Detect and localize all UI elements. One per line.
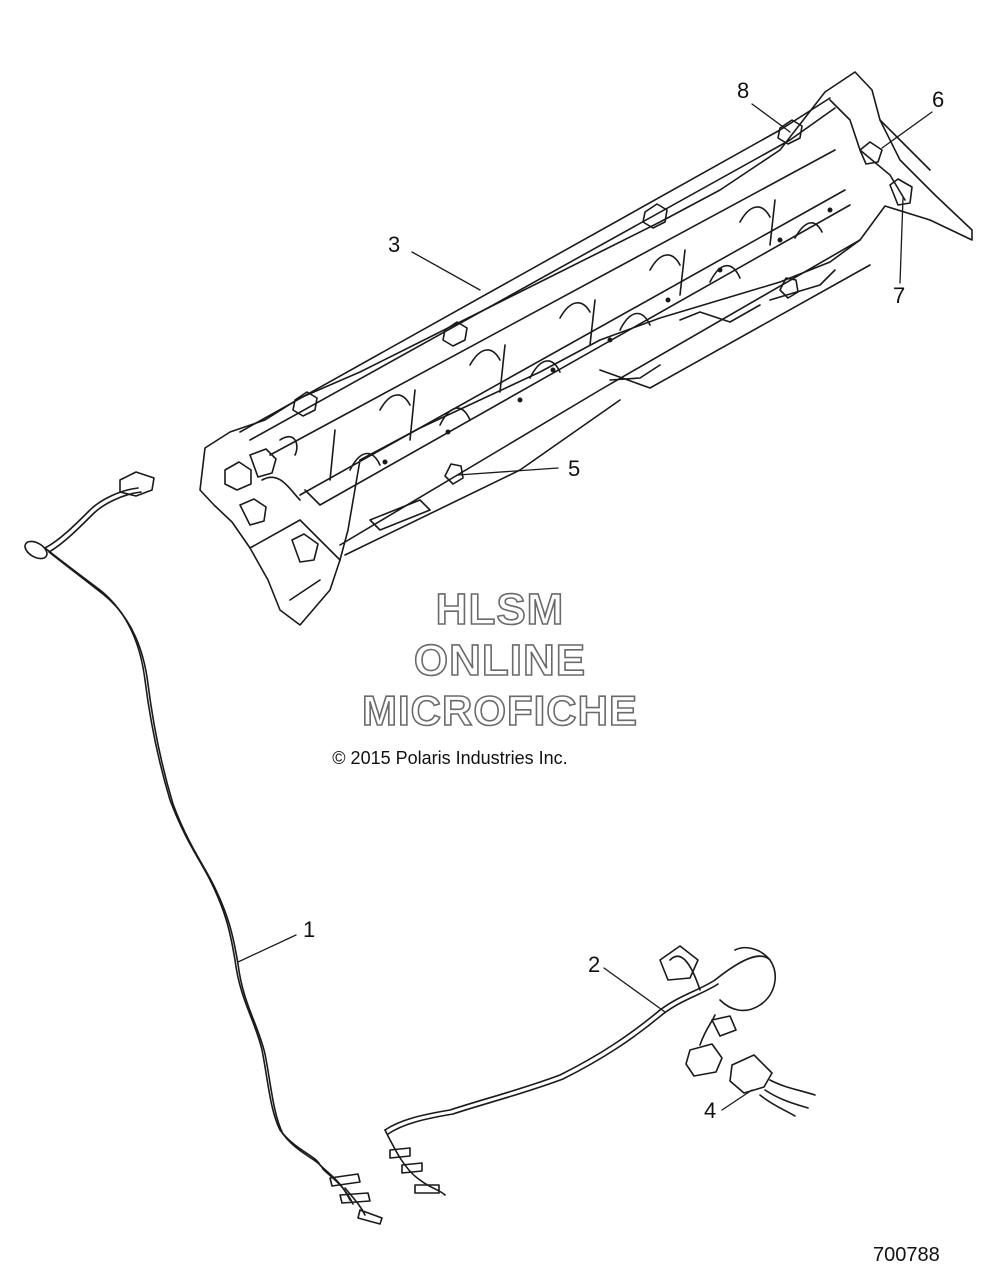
watermark-line-1: HLSM (435, 584, 565, 635)
callout-3: 3 (388, 232, 401, 257)
callout-8: 8 (737, 78, 750, 103)
harness-part-1 (24, 471, 383, 1225)
figure-number: 700788 (873, 1244, 940, 1266)
copyright-text: © 2015 Polaris Industries Inc. (332, 748, 568, 768)
floor-panel-part-3 (199, 71, 973, 626)
callout-4: 4 (704, 1098, 717, 1123)
callout-7: 7 (893, 283, 906, 308)
callout-6: 6 (932, 87, 945, 112)
callout-2: 2 (588, 952, 601, 977)
callout-1: 1 (303, 917, 316, 942)
harness-part-2 (384, 945, 776, 1196)
leader-lines (237, 103, 933, 1111)
watermark-line-2: ONLINE (413, 635, 587, 686)
callout-5: 5 (568, 456, 581, 481)
watermark-line-3: MICROFICHE (361, 686, 638, 735)
adapter-part-4 (729, 1054, 816, 1117)
